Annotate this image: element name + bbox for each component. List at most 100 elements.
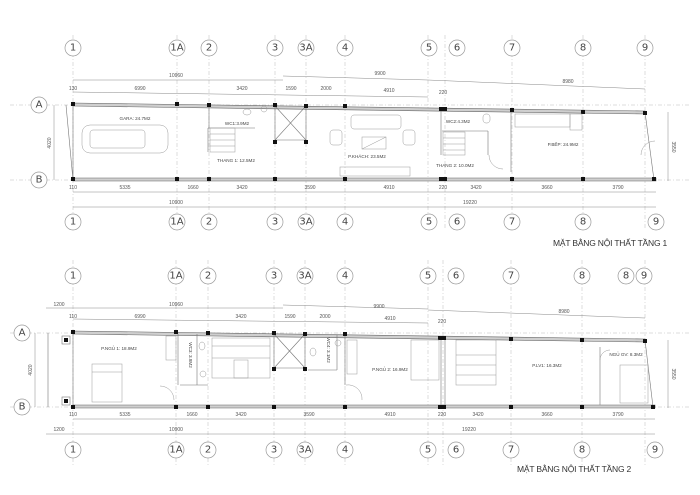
svg-text:8980: 8980 [562, 79, 573, 85]
svg-text:3420: 3420 [235, 314, 246, 320]
svg-text:3A: 3A [298, 445, 311, 456]
floor2-walls [47, 330, 656, 409]
sink-icon [199, 370, 207, 378]
floor1-columns [71, 102, 656, 181]
svg-text:A: A [19, 328, 26, 339]
svg-text:6990: 6990 [134, 86, 145, 92]
bed-icon [619, 364, 649, 404]
svg-text:3550: 3550 [670, 141, 676, 152]
svg-text:P.BẾP: 24.9M2: P.BẾP: 24.9M2 [548, 141, 579, 147]
svg-text:WC1:3.9M2: WC1:3.9M2 [225, 121, 250, 126]
svg-text:1A: 1A [169, 271, 182, 282]
door-arc [345, 384, 363, 401]
svg-text:3420: 3420 [236, 185, 247, 191]
svg-text:8: 8 [579, 271, 585, 282]
svg-text:10900: 10900 [169, 427, 183, 433]
svg-text:6990: 6990 [134, 314, 145, 320]
armchair-right-icon [402, 129, 416, 146]
toilet-icon [242, 108, 252, 116]
sink-icon [260, 105, 268, 113]
svg-text:110: 110 [69, 314, 77, 320]
floor1-side-dimensions: 4020 3550 [47, 105, 676, 181]
svg-text:P.LV1: 16.3M2: P.LV1: 16.3M2 [532, 363, 562, 368]
svg-text:7: 7 [508, 445, 514, 456]
svg-text:1A: 1A [170, 43, 183, 54]
floor2-bottom-dimensions: 110 5335 1660 3420 3590 4910 220 3420 36… [46, 412, 655, 435]
floor1-bottom-dimensions: 110 5335 1660 3420 3590 4910 220 3420 36… [69, 185, 656, 208]
svg-text:5: 5 [425, 445, 431, 456]
svg-text:3420: 3420 [470, 185, 481, 191]
svg-text:4: 4 [342, 43, 348, 54]
svg-text:2: 2 [205, 271, 211, 282]
svg-text:5: 5 [426, 43, 432, 54]
svg-text:110: 110 [69, 185, 77, 191]
svg-text:NGỦ GV: 8.3M2: NGỦ GV: 8.3M2 [609, 351, 643, 357]
svg-text:1: 1 [70, 271, 76, 282]
svg-text:3420: 3420 [235, 412, 246, 418]
wardrobe-icon [165, 335, 177, 361]
svg-text:9: 9 [653, 217, 659, 228]
svg-text:1A: 1A [170, 217, 183, 228]
svg-text:220: 220 [438, 412, 447, 418]
svg-text:1660: 1660 [187, 185, 198, 191]
svg-text:4020: 4020 [28, 364, 34, 375]
svg-text:3550: 3550 [670, 368, 676, 379]
svg-text:10960: 10960 [169, 73, 183, 79]
svg-text:3A: 3A [299, 43, 312, 54]
floor2-top-axis-bubbles: 1 1A 2 3 3A 4 5 6 7 8 8 9 [64, 267, 653, 285]
svg-text:3590: 3590 [303, 412, 314, 418]
svg-text:8: 8 [623, 271, 629, 282]
svg-text:1660: 1660 [186, 412, 197, 418]
svg-text:9: 9 [652, 445, 658, 456]
floor1-row-bubbles: A B [30, 96, 48, 189]
svg-text:5335: 5335 [119, 185, 130, 191]
svg-text:WC2:4.3M2: WC2:4.3M2 [446, 119, 471, 124]
svg-text:6: 6 [453, 271, 459, 282]
svg-text:4910: 4910 [384, 316, 395, 322]
door-arc [640, 140, 656, 156]
svg-text:1200: 1200 [53, 302, 64, 308]
svg-text:8: 8 [580, 43, 586, 54]
svg-text:9900: 9900 [374, 71, 385, 77]
svg-text:4020: 4020 [47, 137, 53, 148]
floor2-columns [71, 330, 655, 409]
svg-text:8: 8 [580, 217, 586, 228]
svg-text:6: 6 [453, 445, 459, 456]
coffee-table-icon [361, 136, 387, 150]
svg-text:3: 3 [271, 445, 277, 456]
staircase-2 [442, 131, 466, 156]
toilet-icon [309, 347, 317, 357]
svg-text:3420: 3420 [472, 412, 483, 418]
floor1-plan: 1 1A 2 3 3A 4 5 6 7 8 9 1 1A 2 3 3A 4 5 … [10, 35, 690, 248]
tv-cabinet-icon [339, 166, 411, 177]
floor1-top-axis-bubbles: 1 1A 2 3 3A 4 5 6 7 8 9 [64, 39, 654, 57]
svg-text:2000: 2000 [320, 86, 331, 92]
svg-text:5: 5 [426, 217, 432, 228]
svg-text:10960: 10960 [169, 302, 183, 308]
floor2-room-labels: P.NGỦ 1: 18.9M2 WC3: 3.8M2 WC4: 3.1M2 P.… [101, 337, 643, 372]
svg-text:3: 3 [271, 271, 277, 282]
svg-text:4910: 4910 [383, 88, 394, 94]
svg-text:220: 220 [439, 185, 448, 191]
toilet-icon [482, 113, 491, 124]
svg-text:3590: 3590 [304, 185, 315, 191]
svg-text:P.NGỦ 2: 16.9M2: P.NGỦ 2: 16.9M2 [372, 366, 408, 372]
floor2-furniture [91, 335, 649, 404]
svg-text:220: 220 [438, 319, 447, 325]
svg-text:9: 9 [642, 43, 648, 54]
wardrobe-icon [346, 339, 358, 375]
svg-text:220: 220 [439, 90, 448, 96]
svg-text:1: 1 [70, 445, 76, 456]
svg-text:B: B [19, 402, 26, 413]
svg-text:5: 5 [425, 271, 431, 282]
armchair-left-icon [329, 129, 343, 146]
floor1-grid-lines [10, 35, 690, 230]
svg-text:2: 2 [205, 445, 211, 456]
floor2-row-bubbles: A B [13, 324, 31, 416]
svg-text:110: 110 [69, 412, 77, 418]
svg-text:3790: 3790 [612, 185, 623, 191]
floor1-top-dimensions: 10960 9900 8980 130 6990 3420 1590 2000 … [69, 71, 646, 98]
svg-text:1590: 1590 [284, 314, 295, 320]
svg-text:9900: 9900 [373, 304, 384, 310]
svg-text:2: 2 [206, 43, 212, 54]
